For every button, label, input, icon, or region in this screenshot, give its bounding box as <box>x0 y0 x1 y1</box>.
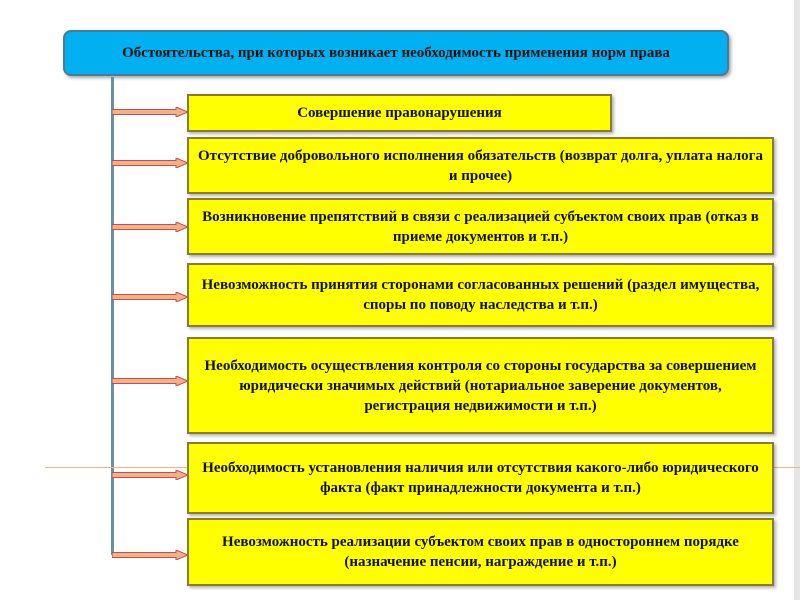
arrow-2 <box>112 158 188 168</box>
item-box-4: Невозможность принятия сторонами согласо… <box>187 263 774 327</box>
slide-edge <box>794 0 800 600</box>
arrow-1 <box>112 107 188 117</box>
item-box-3: Возникновение препятствий в связи с реал… <box>187 198 774 255</box>
item-label: Отсутствие добровольного исполнения обяз… <box>198 147 763 184</box>
connector-trunk <box>111 77 114 555</box>
item-box-6: Необходимость установления наличия или о… <box>187 442 774 514</box>
item-label: Возникновение препятствий в связи с реал… <box>202 208 759 245</box>
arrow-7 <box>112 550 188 560</box>
arrow-4 <box>112 292 188 302</box>
item-label: Необходимость осуществления контроля со … <box>204 357 757 414</box>
header-title: Обстоятельства, при которых возникает не… <box>122 44 670 61</box>
item-box-2: Отсутствие добровольного исполнения обяз… <box>187 137 774 194</box>
item-label: Необходимость установления наличия или о… <box>202 460 759 496</box>
arrow-6 <box>112 470 188 480</box>
item-label: Невозможность принятия сторонами согласо… <box>201 277 760 313</box>
item-box-5: Необходимость осуществления контроля со … <box>187 337 774 434</box>
item-box-7: Невозможность реализации субъектом своих… <box>187 518 774 586</box>
arrow-3 <box>112 222 188 232</box>
item-label: Невозможность реализации субъектом своих… <box>222 534 739 570</box>
item-box-1: Совершение правонарушения <box>187 94 612 132</box>
diagram-header: Обстоятельства, при которых возникает не… <box>63 30 729 76</box>
item-label: Совершение правонарушения <box>297 105 502 121</box>
arrow-5 <box>112 376 188 386</box>
